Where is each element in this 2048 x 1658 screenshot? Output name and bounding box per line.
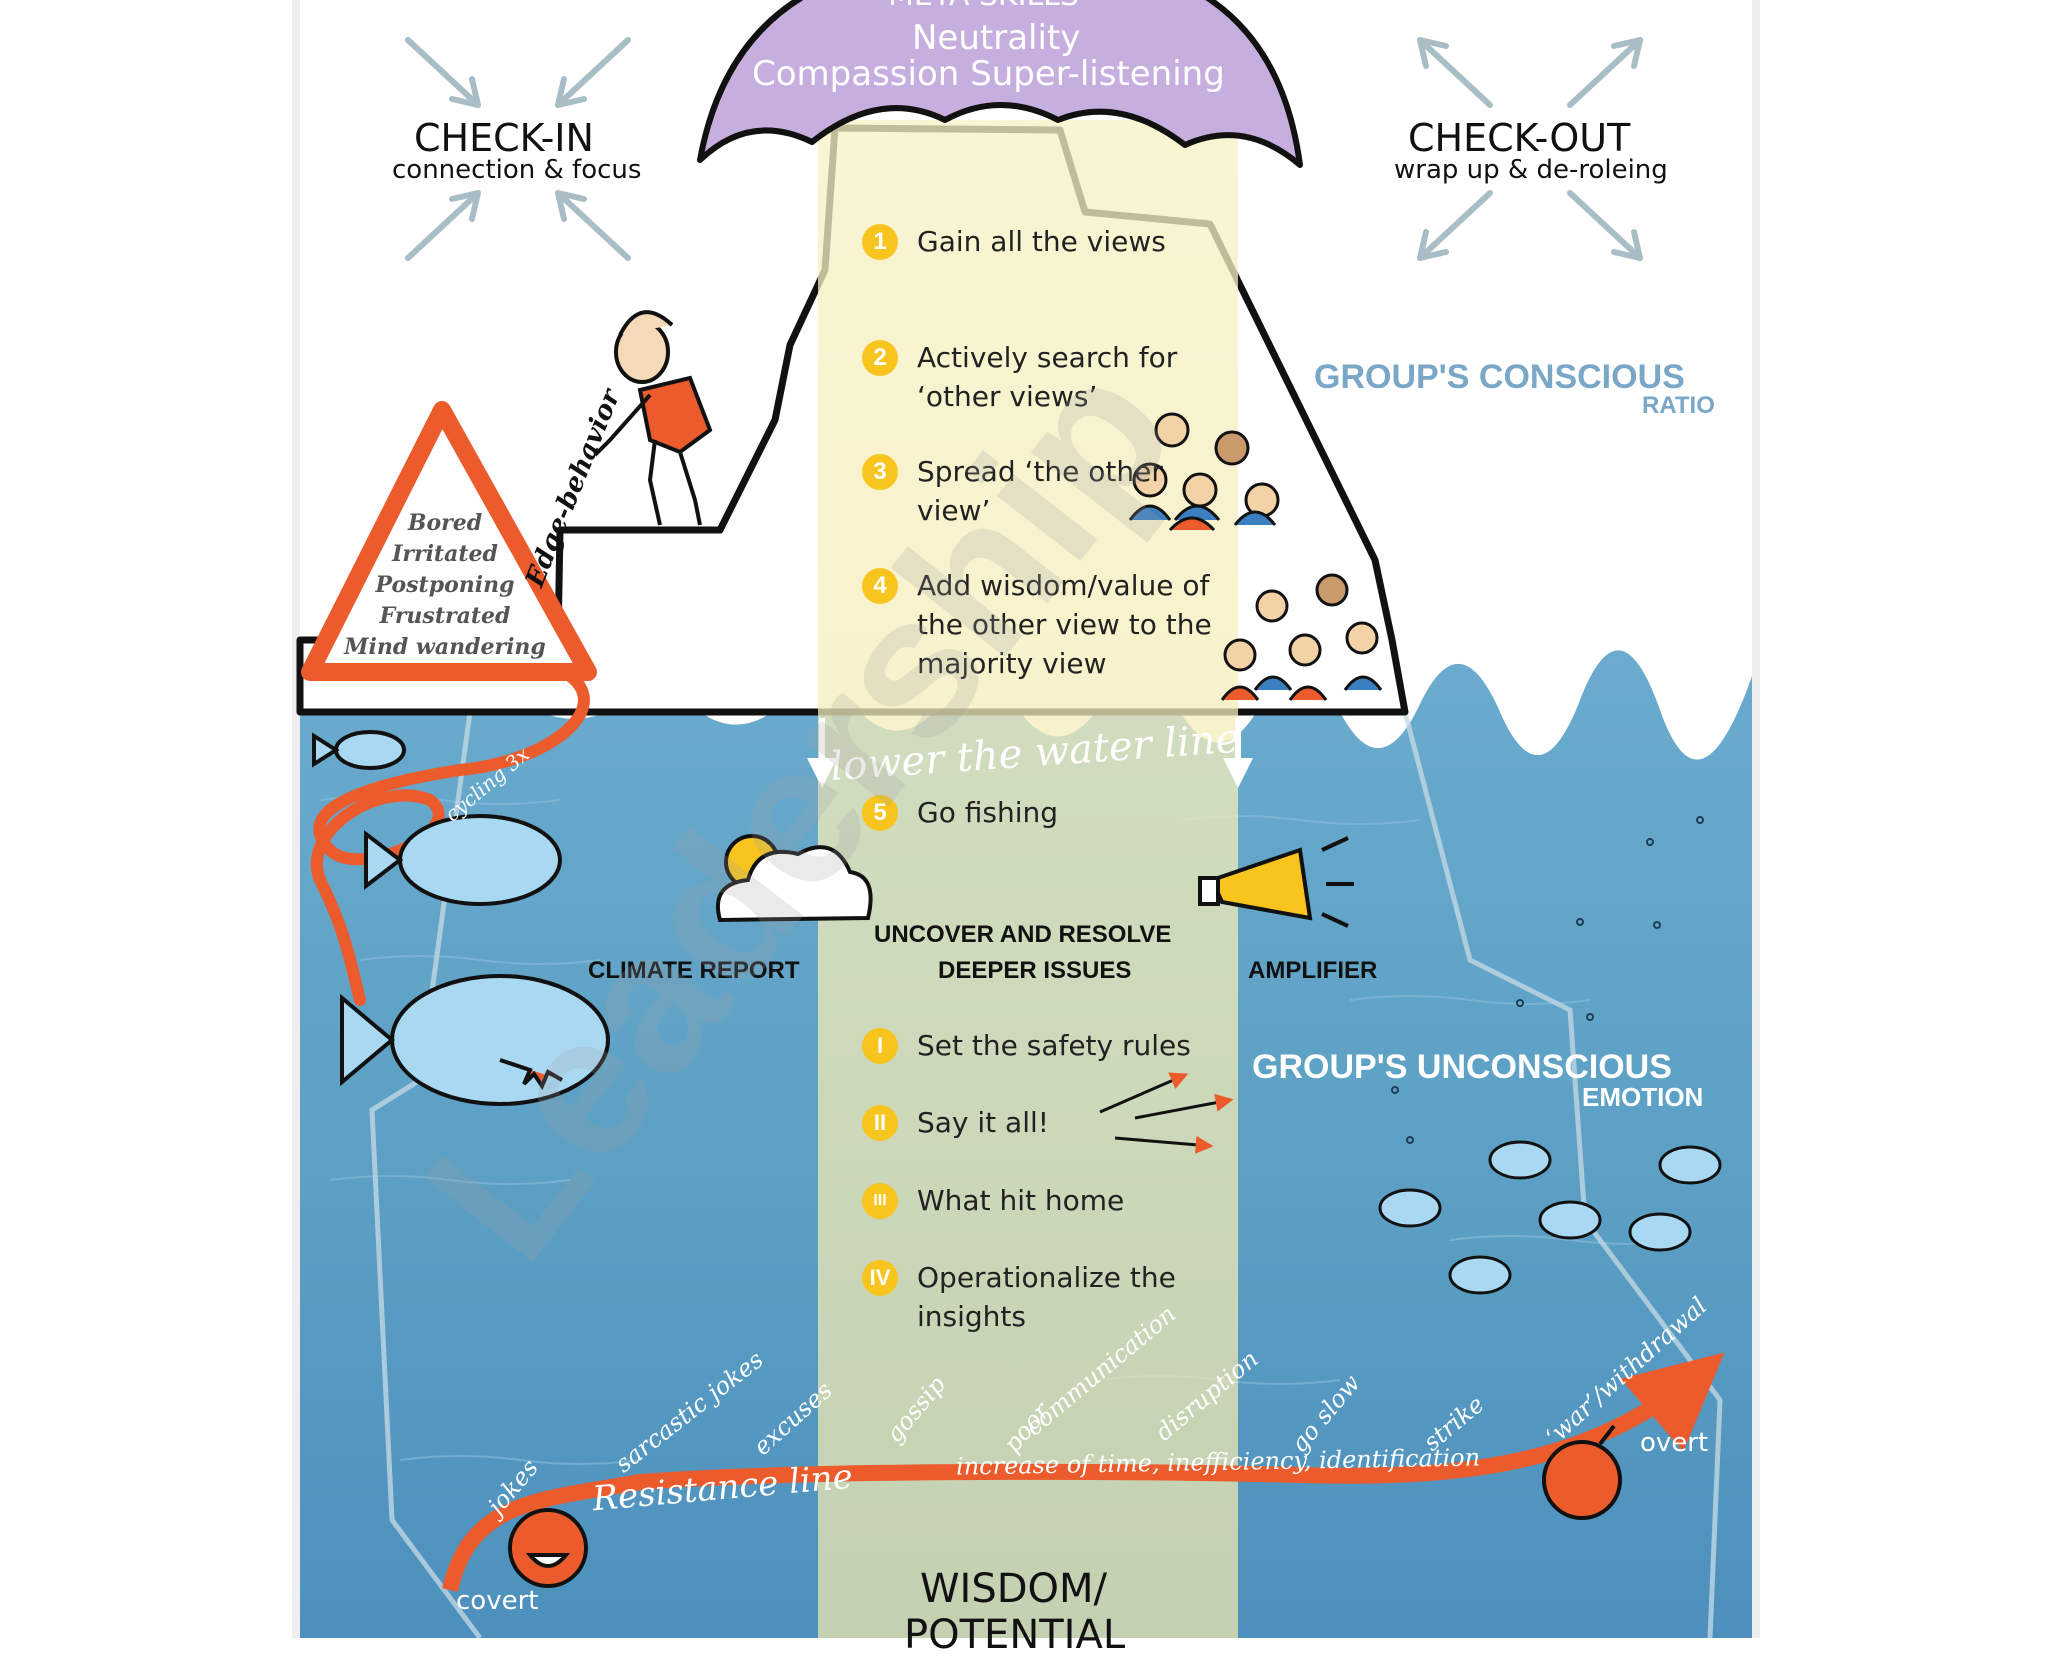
umbrella-icon	[697, 0, 1303, 168]
unconscious-subtitle: EMOTION	[1582, 1082, 1704, 1112]
bubbles	[1391, 816, 1704, 1144]
step-badge-2: 2	[862, 340, 898, 376]
conscious-title: GROUP'S CONSCIOUS	[1314, 358, 1685, 396]
warning-item: Postponing	[375, 572, 515, 598]
check-out-title: CHECK-OUT	[1408, 116, 1631, 160]
step-text-II: Say it all!	[917, 1106, 1050, 1139]
step-badge-5: 5	[862, 795, 898, 831]
fish-school-icon	[1378, 1140, 1722, 1295]
warning-triangle-icon	[301, 401, 597, 681]
step-go-fishing: Go fishing	[917, 796, 1058, 829]
values-compassion: Compassion Super-listening	[752, 54, 1225, 94]
say-it-all-arrows	[1099, 1072, 1234, 1154]
warning-item: Irritated	[392, 541, 498, 567]
fish-icon	[312, 730, 610, 1106]
step-badge-II: II	[862, 1105, 898, 1141]
warning-item: Frustrated	[379, 603, 511, 629]
check-out-subtitle: wrap up & de-roleing	[1394, 155, 1668, 185]
step-badge-3: 3	[862, 454, 898, 490]
values-header-cut: META SKILLS	[888, 0, 1079, 13]
bomb-emoji-icon	[1542, 1424, 1622, 1520]
page-edge-right	[1752, 0, 1760, 1638]
covert-label: covert	[456, 1586, 539, 1616]
check-out-arrows-icon	[1417, 37, 1643, 261]
lower-water-line-arrows	[807, 718, 1253, 788]
conscious-subtitle: RATIO	[1642, 392, 1715, 419]
step-text-III: What hit home	[917, 1184, 1125, 1217]
step-text-1: Gain all the views	[917, 225, 1166, 258]
overt-label: overt	[1640, 1428, 1709, 1458]
warning-item: Bored	[407, 510, 483, 536]
step-badge-IV: IV	[862, 1260, 898, 1296]
step-text-3: Spread ‘the other view’	[917, 455, 1163, 527]
climate-report-label: CLIMATE REPORT	[588, 957, 800, 984]
step-badge-III: III	[862, 1183, 898, 1219]
climber-icon	[593, 310, 713, 526]
unconscious-title: GROUP'S UNCONSCIOUS	[1252, 1048, 1672, 1086]
check-in-subtitle: connection & focus	[392, 155, 642, 185]
step-text-4: Add wisdom/value of the other view to th…	[917, 569, 1212, 680]
crowd-icon-2	[1220, 573, 1383, 701]
step-text-I: Set the safety rules	[917, 1029, 1191, 1062]
uncover-label-2: DEEPER ISSUES	[938, 957, 1132, 984]
wisdom-title: WISDOM/	[920, 1566, 1108, 1612]
megaphone-icon	[1198, 836, 1354, 928]
check-in-title: CHECK-IN	[414, 116, 594, 160]
step-badge-I: I	[862, 1028, 898, 1064]
step-badge-1: 1	[862, 224, 898, 260]
crowd-icon	[1128, 412, 1280, 532]
page-edge-left	[292, 0, 300, 1638]
step-text-IV: Operationalize the insights	[917, 1261, 1176, 1333]
step-badge-4: 4	[862, 568, 898, 604]
step-text-2: Actively search for ‘other views’	[917, 341, 1178, 413]
check-in-arrows-icon	[405, 37, 631, 261]
uncover-label-1: UNCOVER AND RESOLVE	[874, 921, 1172, 948]
crying-laugh-emoji-icon	[508, 1508, 588, 1588]
warning-item: Mind wandering	[344, 634, 546, 660]
values-neutrality: Neutrality	[912, 18, 1081, 58]
resistance-line	[442, 1352, 1725, 1592]
amplifier-label: AMPLIFIER	[1248, 957, 1378, 984]
sun-cloud-icon	[715, 834, 873, 923]
potential-title: POTENTIAL	[904, 1612, 1126, 1658]
